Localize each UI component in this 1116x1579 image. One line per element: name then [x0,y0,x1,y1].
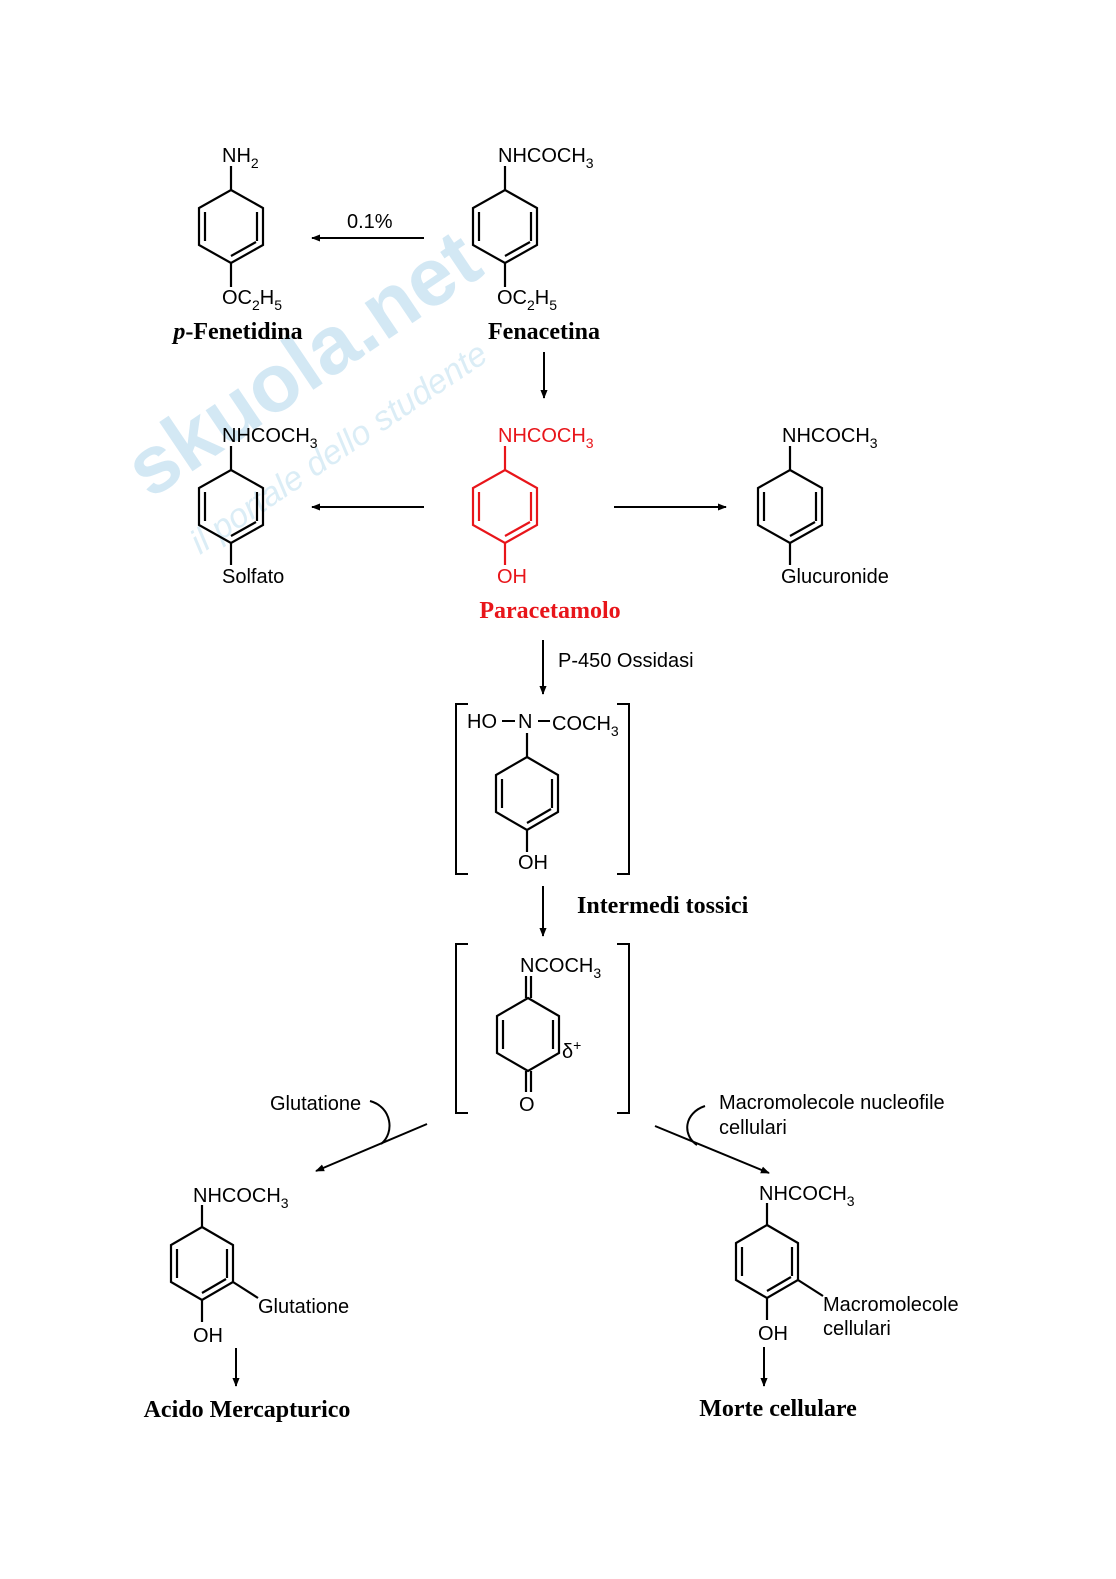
fenetidina-name: p-Fenetidina [171,319,302,345]
macro-reagent-line1: Macromolecole nucleofile [719,1092,945,1114]
quinone-bottom-label: O [519,1094,535,1116]
glucuronide-molecule [756,446,824,565]
quinone-top-label: NCOCH3 [520,955,601,981]
arrow-to-macro-product [654,1125,770,1174]
glutatione-curve [369,1100,391,1145]
solfato-top-label: NHCOCH3 [222,425,318,451]
glut-product-top-label: NHCOCH3 [193,1185,289,1211]
solfato-molecule [197,446,265,565]
hydroxy-ring [494,733,560,852]
macro-curve [686,1105,706,1146]
macro-product-side-line1: Macromolecole [823,1294,959,1316]
macro-product-side-line2: cellulari [823,1318,891,1340]
paracetamolo-name: Paracetamolo [479,598,620,624]
glut-product-side-label: Glutatione [258,1296,349,1318]
hydroxy-n-label: N [518,711,532,733]
quinone-delta-label: δ+ [562,1037,581,1063]
macro-product-bottom-label: OH [758,1323,788,1345]
glut-product-bottom-label: OH [193,1325,223,1347]
arrow-percent-label: 0.1% [347,211,393,233]
paracetamolo-top-label: NHCOCH3 [498,425,594,451]
quinone-brackets [455,943,630,1114]
hydroxy-ho-label: HO [467,711,497,733]
solfato-bottom-label: Solfato [222,566,284,588]
paracetamolo-bottom-label: OH [497,566,527,588]
morte-cellulare-name: Morte cellulare [699,1396,857,1422]
arrow-to-glutatione-product [315,1123,428,1172]
acido-mercapturico-name: Acido Mercapturico [144,1397,351,1423]
fenetidina-bottom-label: OC2H5 [222,287,282,313]
hydroxy-bottom-label: OH [518,852,548,874]
hydroxy-coch3-label: COCH3 [552,713,619,739]
macro-reagent-line2: cellulari [719,1117,787,1139]
glutatione-reagent-label: Glutatione [270,1093,361,1115]
macro-product-ring [734,1203,824,1320]
glucuronide-top-label: NHCOCH3 [782,425,878,451]
intermedi-label: Intermedi tossici [577,893,749,919]
watermark: skuola.net il portale dello studente [109,213,496,562]
fenetidina-molecule [197,166,265,287]
fenetidina-top-label: NH2 [222,145,259,171]
glucuronide-bottom-label: Glucuronide [781,566,889,588]
macro-product-top-label: NHCOCH3 [759,1183,855,1209]
fenacetina-top-label: NHCOCH3 [498,145,594,171]
fenacetina-name: Fenacetina [488,319,600,345]
enzyme-label: P-450 Ossidasi [558,650,694,672]
fenacetina-molecule [471,166,539,287]
quinone-ring [495,976,561,1092]
fenacetina-bottom-label: OC2H5 [497,287,557,313]
hydroxy-brackets [455,703,630,875]
glut-product-ring [169,1205,259,1322]
paracetamolo-molecule [471,446,539,565]
